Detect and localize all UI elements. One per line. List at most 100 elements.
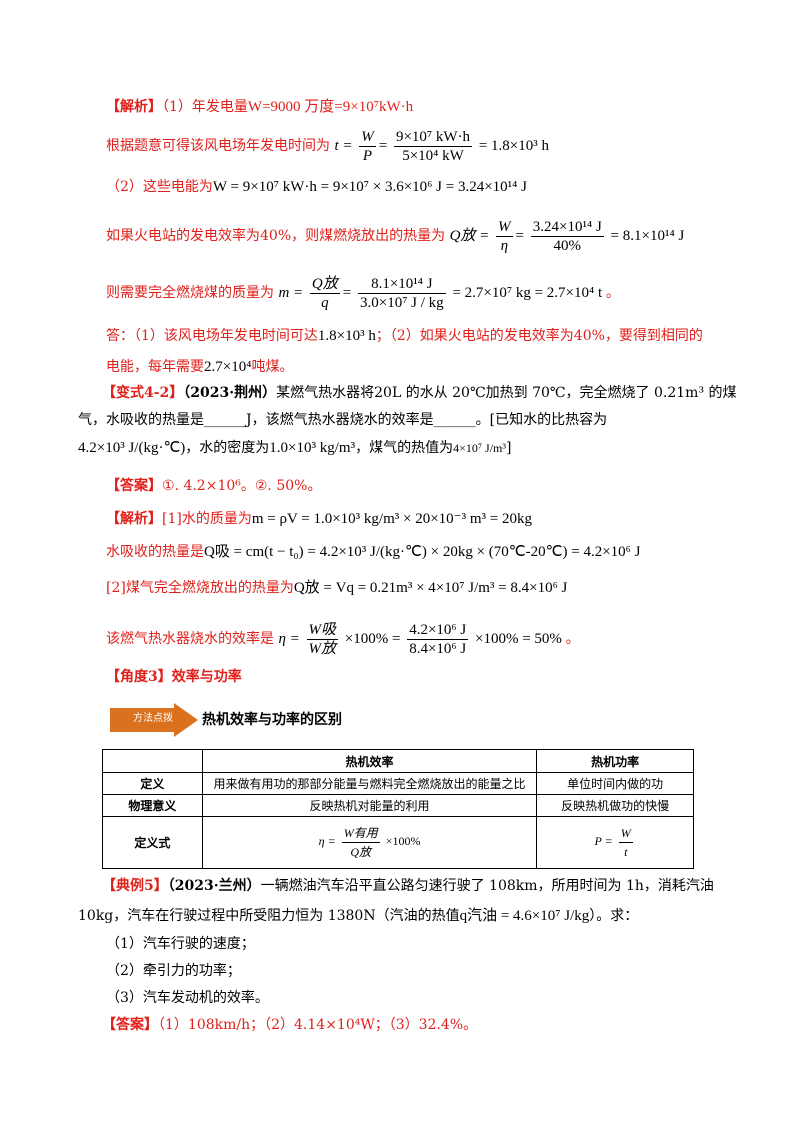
numerator: W xyxy=(618,824,633,843)
table-header-cell xyxy=(102,749,203,773)
table-cell: 用来做有用功的那部分能量与燃料完全燃烧放出的能量之比 xyxy=(201,772,538,795)
method-title: 热机效率与功率的区别 xyxy=(202,712,342,728)
denominator: P xyxy=(362,148,373,164)
numerator: 4.2×10⁶ J xyxy=(407,622,469,640)
formula: 4.2×10³ J/(kg·℃) xyxy=(78,440,186,456)
text: 根据题意可得该风电场年发电时间为 xyxy=(106,137,330,154)
text: [1]水的质量为 xyxy=(162,511,252,527)
table-header-cell: 热机效率 xyxy=(201,749,538,773)
formula-result: = 2.7×10⁷ kg = 2.7×10⁴ t xyxy=(452,284,603,301)
formula: 4×10⁷ J/m³ xyxy=(453,441,506,455)
method-badge-label: 方法点拨 xyxy=(133,713,173,724)
row-label: 定义 xyxy=(102,772,203,795)
formula: Q放 = Vq = 0.21m³ × 4×10⁷ J/m³ = 8.4×10⁶ … xyxy=(293,580,568,596)
example-question-2: （2）牵引力的功率； xyxy=(106,963,241,979)
table-cell: 反映热机做功的快慢 xyxy=(536,794,694,817)
text: 吨煤。 xyxy=(251,359,294,375)
text: 。 xyxy=(605,284,620,301)
text: ，水的密度为 xyxy=(185,440,270,456)
analysis-2-line-3: [2]煤气完全燃烧放出的热量为Q放 = Vq = 0.21m³ × 4×10⁷ … xyxy=(106,578,567,598)
formula: m = ρV = 1.0×10³ kg/m³ × 20×10⁻³ m³ = 20… xyxy=(251,511,532,527)
text: 水吸收的热量是 xyxy=(106,544,204,560)
numerator: 9×10⁷ kW·h xyxy=(393,129,473,147)
text: （1）年发电量 xyxy=(162,99,248,115)
table-cell: 单位时间内做的功 xyxy=(536,772,694,795)
formula: 2.7×10⁴ xyxy=(204,359,252,375)
answer-tag: 【答案】 xyxy=(102,1017,158,1033)
formula-text: ×100% = xyxy=(344,630,401,647)
numerator: 8.1×10¹⁴ J xyxy=(357,275,446,294)
variant-source: （2023·荆州） xyxy=(183,385,277,401)
answer-1-line-2: 电能，每年需要2.7×10⁴吨煤。 xyxy=(106,357,293,377)
table-row: 定义 用来做有用功的那部分能量与燃料完全燃烧放出的能量之比 单位时间内做的功 xyxy=(102,772,694,795)
variant-tag: 【变式4-2】 xyxy=(102,385,184,401)
analysis-1-line-3: （2）这些电能为W = 9×10⁷ kW·h = 9×10⁷ × 3.6×10⁶… xyxy=(106,177,527,197)
numerator: W xyxy=(496,219,513,237)
formula-result: = 1.8×10³ h xyxy=(478,137,549,154)
text: 答：（1）该风电场年发电时间可达 xyxy=(106,328,318,344)
table-row: 物理意义 反映热机对能量的利用 反映热机做功的快慢 xyxy=(102,794,694,817)
variant-line-1: 【变式4-2】（2023·荆州）某燃气热水器将20L 的水从 20℃加热到 70… xyxy=(102,383,737,403)
numerator: W吸 xyxy=(306,622,339,640)
example-line-2: 10kg，汽车在行驶过程中所受阻力恒为 1380N（汽油的热值q汽油 = 4.6… xyxy=(78,906,638,926)
example-source: （2023·兰州） xyxy=(167,878,261,894)
table-header-row: 热机效率 热机功率 xyxy=(102,749,694,773)
formula-lhs: m = xyxy=(278,284,304,301)
formula: 1.0×10³ kg/m³ xyxy=(269,440,356,456)
row-label: 定义式 xyxy=(102,816,203,869)
text: 电能，每年需要 xyxy=(106,359,204,375)
formula-lhs: P = xyxy=(594,834,613,849)
text: ，煤气的热值为 xyxy=(355,440,454,456)
table-header-cell: 热机功率 xyxy=(536,749,694,773)
example-question-3: （3）汽车发动机的效率。 xyxy=(106,990,269,1006)
analysis-tag: 【解析】 xyxy=(106,511,162,527)
answer-value: ①. 4.2×10⁶ xyxy=(162,478,241,494)
denominator: Q放 xyxy=(350,845,372,859)
variant-line-3: 4.2×10³ J/(kg·℃)，水的密度为1.0×10³ kg/m³，煤气的热… xyxy=(78,438,511,458)
formula: 1.8×10³ h xyxy=(317,328,376,344)
answer-tag: 【答案】 xyxy=(106,478,162,494)
text: 如果火电站的发电效率为40%，则煤燃烧放出的热量为 xyxy=(106,227,446,244)
denominator: 5×10⁴ kW xyxy=(402,148,464,164)
denominator: q xyxy=(321,295,329,311)
example-tag: 【典例5】 xyxy=(102,878,168,894)
analysis-tag: 【解析】 xyxy=(106,99,162,115)
formula-result: = 8.1×10¹⁴ J xyxy=(610,227,685,244)
text: 该燃气热水器烧水的效率是 xyxy=(106,630,274,647)
numerator: Q放 xyxy=(309,276,340,294)
denominator: 3.0×10⁷ J / kg xyxy=(359,295,444,311)
analysis-2-line-1: 【解析】[1]水的质量为m = ρV = 1.0×10³ kg/m³ × 20×… xyxy=(106,509,532,529)
denominator: W放 xyxy=(308,641,337,657)
angle-tag: 【角度3】 xyxy=(106,669,172,685)
text: ] xyxy=(505,440,512,456)
formula: q汽油 = 4.6×10⁷ J/kg xyxy=(459,908,590,924)
row-label: 物理意义 xyxy=(102,794,203,817)
analysis-1-line-1: 【解析】（1）年发电量W=9000 万度=9×10⁷kW·h xyxy=(106,97,413,117)
formula-result: ×100% = 50% xyxy=(474,630,562,647)
text: ；（2）如果火电站的发电效率为40%，要得到相同的 xyxy=(375,328,703,344)
table-cell: 反映热机对能量的利用 xyxy=(201,794,538,817)
answer-2-line: 【答案】（1）108km/h；（2）4.14×10⁴W；（3）32.4%。 xyxy=(102,1015,477,1035)
denominator: η xyxy=(500,238,509,254)
text: [2]煤气完全燃烧放出的热量为 xyxy=(106,580,294,596)
text: （2）这些电能为 xyxy=(106,179,213,195)
